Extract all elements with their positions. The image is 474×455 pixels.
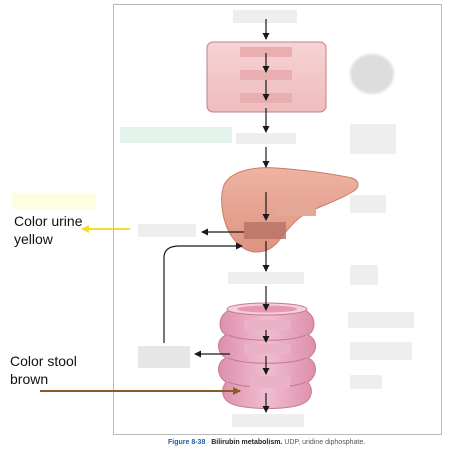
urine-label-line2: yellow <box>14 231 53 247</box>
liver-inner-label <box>276 204 316 216</box>
figure-caption: Figure 8-38 Bilirubin metabolism. UDP, u… <box>168 439 365 446</box>
figure-title: Bilirubin metabolism. <box>211 439 283 446</box>
hidden-label-top <box>233 10 297 23</box>
urine-label-line1: Color urine <box>14 213 83 229</box>
hidden-label-placeholders <box>138 10 414 427</box>
figure-number: Figure 8-38 <box>168 439 206 446</box>
highlight-yellow-block <box>12 193 96 209</box>
flow-arrows <box>163 19 270 413</box>
stool-annotation: Color stool brown <box>10 352 77 388</box>
hidden-label-left-box <box>138 346 190 368</box>
urine-annotation: Color urine yellow <box>14 212 82 248</box>
intestine-shape <box>218 302 316 409</box>
blurred-side-label <box>350 54 394 94</box>
figure-description: UDP, uridine diphosphate. <box>284 439 366 446</box>
highlight-green-block <box>120 127 232 143</box>
stool-label-line1: Color stool <box>10 353 77 369</box>
stool-label-line2: brown <box>10 371 49 387</box>
intestine-inner-labels <box>244 320 290 388</box>
enterohepatic-return-arrow <box>163 242 243 343</box>
liver-conjugation-box <box>244 222 286 239</box>
